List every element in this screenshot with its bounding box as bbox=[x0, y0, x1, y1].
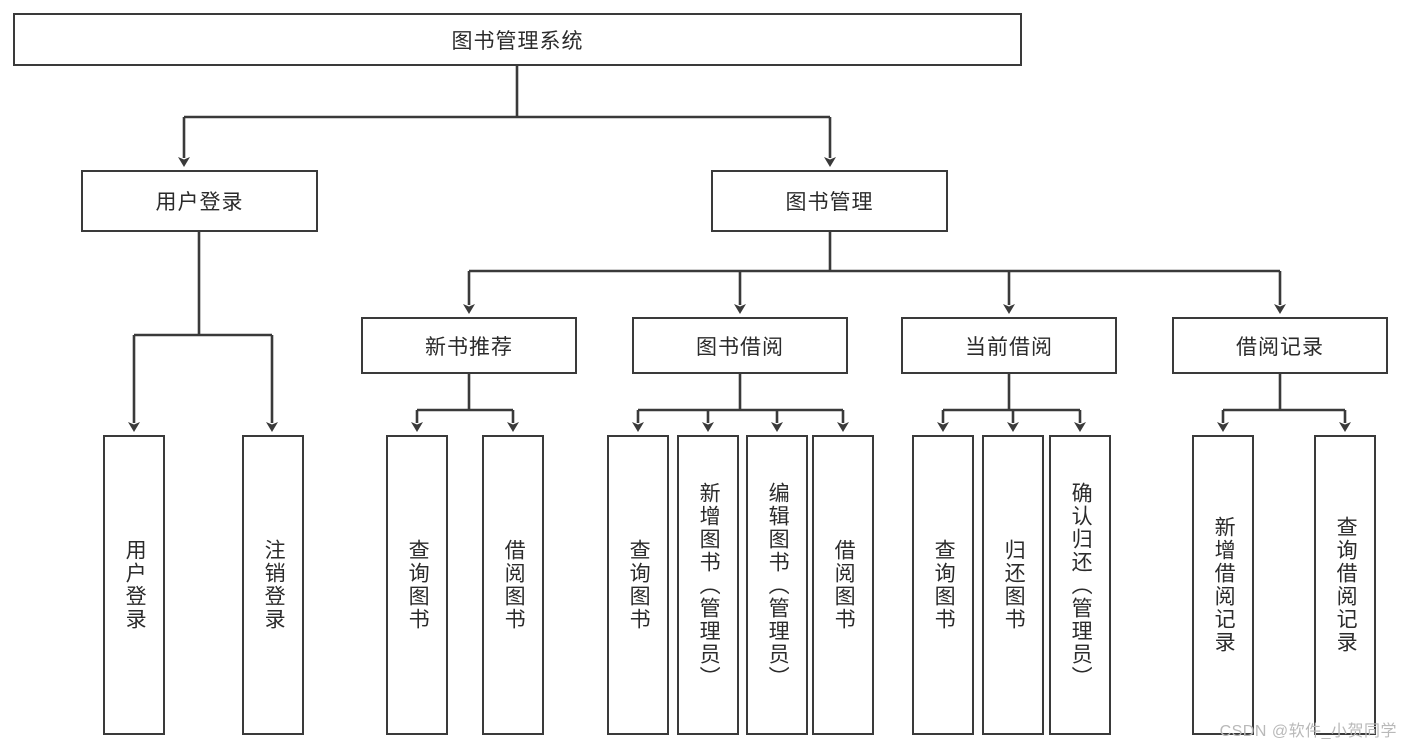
node-leaf-query-book-3-label: 查询图书 bbox=[932, 539, 956, 631]
node-leaf-add-book-label: 新增图书（管理员） bbox=[697, 481, 721, 689]
node-leaf-add-record[interactable]: 新增借阅记录 bbox=[1192, 435, 1254, 735]
node-leaf-query-record-label: 查询借阅记录 bbox=[1334, 516, 1358, 654]
node-leaf-confirm-return-label: 确认归还（管理员） bbox=[1069, 481, 1093, 689]
node-current-borrow-label: 当前借阅 bbox=[965, 335, 1053, 359]
node-leaf-logout[interactable]: 注销登录 bbox=[242, 435, 304, 735]
node-leaf-add-record-label: 新增借阅记录 bbox=[1212, 516, 1236, 654]
node-leaf-query-book-1[interactable]: 查询图书 bbox=[386, 435, 448, 735]
node-leaf-confirm-return[interactable]: 确认归还（管理员） bbox=[1049, 435, 1111, 735]
node-new-book-recommend[interactable]: 新书推荐 bbox=[361, 317, 577, 374]
node-root[interactable]: 图书管理系统 bbox=[13, 13, 1022, 66]
watermark: CSDN @软件_小贺同学 bbox=[1219, 723, 1397, 740]
node-user-login[interactable]: 用户登录 bbox=[81, 170, 318, 232]
node-leaf-logout-label: 注销登录 bbox=[262, 539, 286, 631]
node-leaf-edit-book[interactable]: 编辑图书（管理员） bbox=[746, 435, 808, 735]
node-root-label: 图书管理系统 bbox=[451, 29, 584, 53]
node-leaf-query-book-3[interactable]: 查询图书 bbox=[912, 435, 974, 735]
node-book-borrow[interactable]: 图书借阅 bbox=[632, 317, 848, 374]
node-leaf-borrow-book-1[interactable]: 借阅图书 bbox=[482, 435, 544, 735]
node-user-login-label: 用户登录 bbox=[155, 191, 244, 214]
node-book-manage-label: 图书管理 bbox=[785, 191, 874, 214]
node-leaf-borrow-book-2-label: 借阅图书 bbox=[832, 539, 856, 631]
node-leaf-borrow-book-1-label: 借阅图书 bbox=[502, 539, 526, 631]
node-leaf-borrow-book-2[interactable]: 借阅图书 bbox=[812, 435, 874, 735]
node-book-manage[interactable]: 图书管理 bbox=[711, 170, 948, 232]
node-leaf-user-login[interactable]: 用户登录 bbox=[103, 435, 165, 735]
node-leaf-query-record[interactable]: 查询借阅记录 bbox=[1314, 435, 1376, 735]
node-leaf-query-book-2[interactable]: 查询图书 bbox=[607, 435, 669, 735]
node-leaf-edit-book-label: 编辑图书（管理员） bbox=[766, 481, 790, 689]
node-leaf-return-book-label: 归还图书 bbox=[1002, 539, 1026, 631]
node-book-borrow-label: 图书借阅 bbox=[696, 335, 784, 359]
node-leaf-user-login-label: 用户登录 bbox=[123, 539, 147, 631]
node-borrow-record[interactable]: 借阅记录 bbox=[1172, 317, 1388, 374]
node-leaf-add-book[interactable]: 新增图书（管理员） bbox=[677, 435, 739, 735]
node-current-borrow[interactable]: 当前借阅 bbox=[901, 317, 1117, 374]
node-new-book-recommend-label: 新书推荐 bbox=[425, 335, 513, 359]
node-leaf-query-book-2-label: 查询图书 bbox=[627, 539, 651, 631]
node-leaf-query-book-1-label: 查询图书 bbox=[406, 539, 430, 631]
node-leaf-return-book[interactable]: 归还图书 bbox=[982, 435, 1044, 735]
node-borrow-record-label: 借阅记录 bbox=[1236, 335, 1324, 359]
